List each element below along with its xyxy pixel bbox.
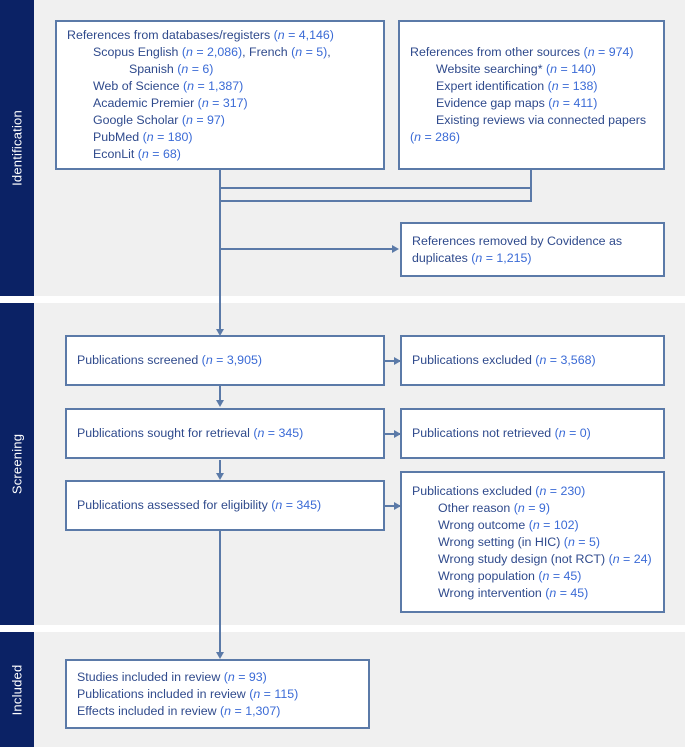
publications-not-retrieved-box: Publications not retrieved (n = 0) [400,408,665,459]
publications-assessed-for-eligibility-box: Publications assessed for eligibility (n… [65,480,385,531]
studies-included-in-review-box-line: Studies included in review (n = 93) [77,669,267,684]
publications-screened-box-line: Publications screened (n = 3,905) [77,353,262,367]
connector-to-duplicates [219,248,397,250]
publications-assessed-for-eligibility-box-line: Publications assessed for eligibility (n… [77,498,322,512]
references-from-databases-box-line: References from databases/registers (n =… [67,28,334,42]
arrow-right-to-excluded [394,356,401,365]
connector-merge-bar [219,187,532,189]
connector-sought-to-assessed [219,460,221,477]
references-from-databases-box-line: EconLit (n = 68) [93,147,181,161]
connector-other-sources-down [530,170,532,202]
references-from-databases-box-line: Scopus English (n = 2,086), French (n = … [93,45,331,59]
references-from-databases-box-line: Web of Science (n = 1,387) [93,79,244,93]
connector-assessed-to-included [219,531,221,656]
references-from-databases-box: References from databases/registers (n =… [55,20,385,170]
references-from-other-sources-box-line: (n = 286) [410,130,460,144]
studies-included-in-review-box: Studies included in review (n = 93) Publi… [65,659,370,729]
arrow-down-to-screened [215,329,224,336]
publications-excluded-with-reasons-box-line: Wrong setting (in HIC) (n = 5) [438,534,600,549]
references-from-other-sources-box: References from other sources (n = 974) W… [398,20,665,170]
arrow-down-to-sought [215,400,224,407]
publications-sought-for-retrieval-box: Publications sought for retrieval (n = 3… [65,408,385,459]
duplicates-removed-box-line: duplicates (n = 1,215) [412,250,532,265]
connector-screened-to-sought [219,386,221,403]
arrow-right-to-duplicates [392,244,399,253]
references-from-databases-box-line: Google Scholar (n = 97) [93,113,225,127]
references-from-other-sources-box-line: Expert identification (n = 138) [436,79,598,93]
publications-excluded-box: Publications excluded (n = 3,568) [400,335,665,386]
studies-included-in-review-box-line: Publications included in review (n = 115… [77,686,299,701]
references-from-other-sources-box-line: Website searching* (n = 140) [436,62,596,76]
publications-excluded-box-line: Publications excluded (n = 3,568) [412,353,596,367]
publications-excluded-with-reasons-box-line: Wrong outcome (n = 102) [438,517,579,532]
duplicates-removed-box-line: References removed by Covidence as [412,233,623,248]
sidebar-section-identification: Identification [0,0,34,296]
duplicates-removed-box: References removed by Covidence as duplic… [400,222,665,277]
references-from-databases-box-line: Spanish (n = 6) [129,62,214,76]
publications-excluded-with-reasons-box-line: Wrong study design (not RCT) (n = 24) [438,551,652,566]
studies-included-in-review-box-line: Effects included in review (n = 1,307) [77,703,281,718]
references-from-databases-box-line: PubMed (n = 180) [93,130,193,144]
arrow-down-to-assessed [215,473,224,480]
publications-excluded-with-reasons-box-line: Publications excluded (n = 230) [412,483,586,498]
connector-sought-to-not-retrieved [385,433,400,435]
arrow-right-to-not-retrieved [394,429,401,438]
references-from-databases-box-line: Academic Premier (n = 317) [93,96,248,110]
sidebar-label-included: Included [9,664,25,715]
publications-excluded-with-reasons-box-line: Wrong population (n = 45) [438,568,582,583]
sidebar-label-identification: Identification [9,110,25,186]
sidebar-label-screening: Screening [9,433,25,495]
publications-screened-box: Publications screened (n = 3,905) [65,335,385,386]
connector-assessed-to-excluded-reasons [385,505,400,507]
publications-sought-for-retrieval-box-line: Publications sought for retrieval (n = 3… [77,426,304,440]
arrow-down-to-included [215,652,224,659]
sidebar-section-screening: Screening [0,303,34,625]
publications-excluded-with-reasons-box: Publications excluded (n = 230) Other rea… [400,471,665,613]
publications-excluded-with-reasons-box-line: Wrong intervention (n = 45) [438,585,589,600]
references-from-other-sources-box-line: Existing reviews via connected papers [436,113,647,127]
publications-not-retrieved-box-line: Publications not retrieved (n = 0) [412,426,591,440]
publications-excluded-with-reasons-box-line: Other reason (n = 9) [438,500,550,515]
connector-merge-bar-lower [219,200,532,202]
sidebar-section-included: Included [0,632,34,747]
connector-screened-to-excluded [385,360,400,362]
connector-trunk-to-screened [219,187,221,333]
references-from-other-sources-box-line: Evidence gap maps (n = 411) [436,96,598,110]
arrow-right-to-excluded-reasons [394,501,401,510]
references-from-other-sources-box-line: References from other sources (n = 974) [410,45,634,59]
connector-databases-down [219,170,221,189]
